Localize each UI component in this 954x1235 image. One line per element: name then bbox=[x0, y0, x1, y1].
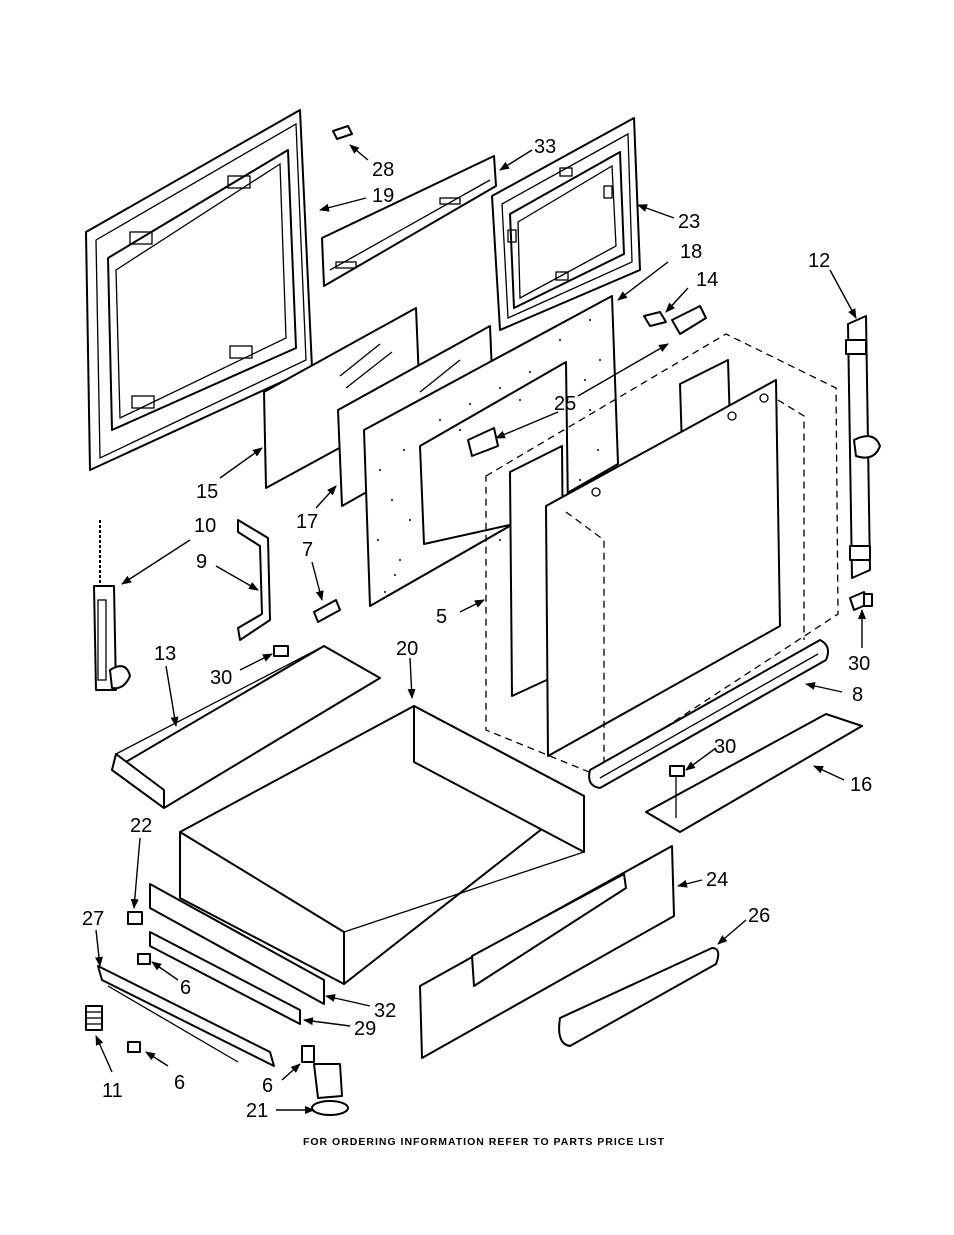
part-13-tray bbox=[111, 645, 381, 809]
label-13: 13 bbox=[154, 643, 176, 665]
label-5: 5 bbox=[436, 606, 447, 628]
label-21: 21 bbox=[246, 1100, 268, 1122]
leader-lines bbox=[95, 144, 866, 1114]
part-26-drawer-handle bbox=[558, 947, 720, 1047]
label-22: 22 bbox=[130, 815, 152, 837]
part-7-spacer bbox=[313, 599, 341, 623]
label-8: 8 bbox=[852, 684, 863, 706]
label-27: 27 bbox=[82, 908, 104, 930]
part-24-drawer-front bbox=[419, 845, 675, 1059]
label-19: 19 bbox=[372, 185, 394, 207]
part-16-bottom-trim bbox=[645, 713, 863, 833]
label-9: 9 bbox=[196, 551, 207, 573]
part-28-clip bbox=[332, 125, 353, 140]
label-20: 20 bbox=[396, 638, 418, 660]
part-11-leveling-leg bbox=[85, 1005, 103, 1031]
label-25: 25 bbox=[554, 393, 576, 415]
label-18: 18 bbox=[680, 241, 702, 263]
part-10-hinge bbox=[93, 520, 131, 691]
label-17: 17 bbox=[296, 511, 318, 533]
label-30-left: 30 bbox=[210, 667, 232, 689]
part-27-rail bbox=[97, 965, 275, 1067]
label-23: 23 bbox=[678, 211, 700, 233]
label-28: 28 bbox=[372, 159, 394, 181]
label-15: 15 bbox=[196, 481, 218, 503]
part-22-bumper bbox=[127, 911, 143, 925]
part-29-slide-rail bbox=[149, 931, 301, 1025]
part-6-screw-leveler bbox=[301, 1045, 315, 1063]
door-inner-panel bbox=[509, 359, 805, 766]
part-23-inner-door-liner bbox=[491, 117, 641, 331]
label-6-lower: 6 bbox=[174, 1072, 185, 1094]
label-30-right: 30 bbox=[848, 653, 870, 675]
label-33: 33 bbox=[534, 136, 556, 158]
label-16: 16 bbox=[850, 774, 872, 796]
part-33-vent-panel bbox=[321, 155, 497, 287]
part-14-hinge-bracket bbox=[643, 305, 707, 335]
part-20-drawer bbox=[179, 705, 585, 985]
part-32-side-panel bbox=[149, 883, 325, 1005]
label-12: 12 bbox=[808, 250, 830, 272]
part-number-labels: 28 33 19 23 18 14 12 25 15 17 7 5 10 9 3… bbox=[82, 136, 872, 1122]
footer-note: FOR ORDERING INFORMATION REFER TO PARTS … bbox=[303, 1136, 665, 1148]
part-30-screw-left bbox=[273, 645, 289, 657]
label-30-center: 30 bbox=[714, 736, 736, 758]
part-30-screw-center bbox=[669, 765, 685, 790]
label-14: 14 bbox=[696, 269, 718, 291]
label-24: 24 bbox=[706, 869, 728, 891]
part-6-screw-upper bbox=[137, 953, 151, 965]
part-6-screw-lower bbox=[127, 1041, 141, 1053]
label-29: 29 bbox=[354, 1018, 376, 1040]
part-21-leveler bbox=[311, 1063, 349, 1116]
label-32: 32 bbox=[374, 1000, 396, 1022]
part-8-door-handle bbox=[588, 639, 829, 789]
label-26: 26 bbox=[748, 905, 770, 927]
part-12-side-trim bbox=[845, 315, 881, 579]
part-19-outer-door-frame bbox=[85, 109, 313, 471]
label-6-leveler: 6 bbox=[262, 1075, 273, 1097]
part-5-door-assembly bbox=[485, 333, 839, 775]
label-6-upper: 6 bbox=[180, 977, 191, 999]
part-9-bracket bbox=[237, 519, 271, 641]
part-25-hinge-receptacle bbox=[467, 427, 499, 457]
label-10: 10 bbox=[194, 515, 216, 537]
part-30-screw-right bbox=[849, 591, 873, 611]
label-7: 7 bbox=[302, 539, 313, 561]
label-11: 11 bbox=[102, 1080, 123, 1102]
